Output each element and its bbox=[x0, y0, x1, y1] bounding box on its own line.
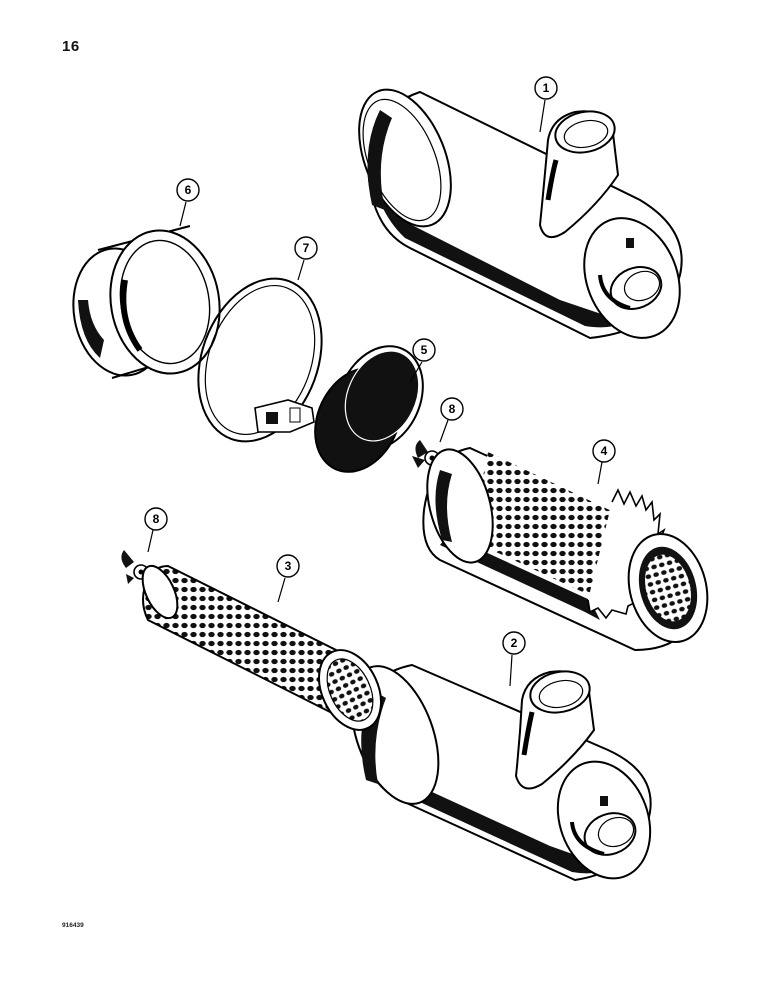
figure-code: 916439 bbox=[62, 922, 84, 929]
housing-lower bbox=[350, 663, 652, 882]
callout-1: 1 bbox=[534, 76, 558, 133]
svg-text:8: 8 bbox=[153, 512, 160, 526]
end-cover bbox=[72, 225, 221, 379]
callout-8-upper: 8 bbox=[439, 397, 464, 443]
svg-text:8: 8 bbox=[449, 402, 456, 416]
cap bbox=[314, 345, 424, 473]
callout-2: 2 bbox=[502, 631, 526, 687]
svg-text:5: 5 bbox=[421, 343, 428, 357]
callout-6: 6 bbox=[176, 178, 200, 227]
housing-upper bbox=[358, 88, 683, 340]
svg-text:6: 6 bbox=[185, 183, 192, 197]
page-number: 16 bbox=[62, 38, 80, 55]
inner-filter-element bbox=[141, 564, 382, 731]
callout-5: 5 bbox=[409, 338, 436, 383]
svg-text:7: 7 bbox=[303, 241, 310, 255]
svg-text:1: 1 bbox=[543, 81, 550, 95]
svg-text:3: 3 bbox=[285, 559, 292, 573]
clamp-band bbox=[197, 277, 323, 443]
callout-4: 4 bbox=[592, 439, 616, 485]
svg-text:4: 4 bbox=[601, 444, 608, 458]
outer-filter-element bbox=[422, 446, 709, 652]
svg-text:2: 2 bbox=[511, 636, 518, 650]
callout-3: 3 bbox=[276, 554, 300, 603]
callout-8-lower: 8 bbox=[144, 507, 168, 553]
callout-7: 7 bbox=[294, 236, 318, 281]
